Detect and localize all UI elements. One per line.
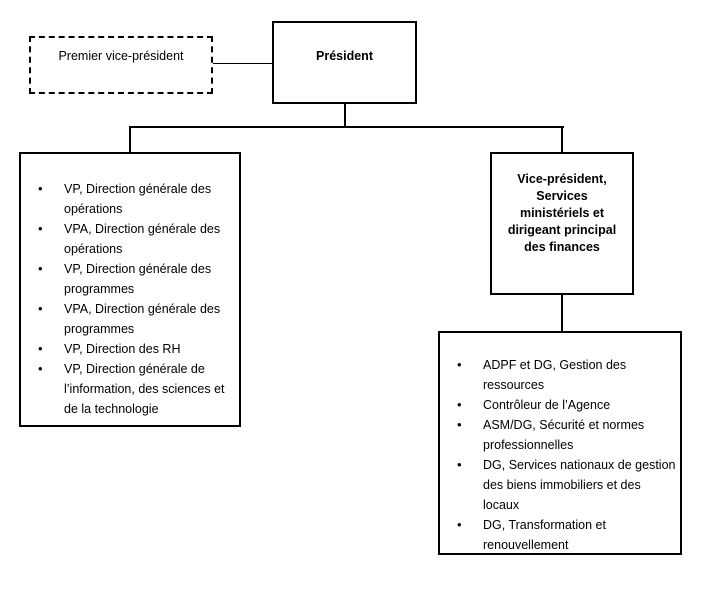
node-operations-list[interactable]: VP, Direction générale des opérations VP…: [19, 152, 241, 427]
list-item: Contrôleur de l’Agence: [440, 395, 680, 415]
list-item: DG, Transformation et renouvellement: [440, 515, 680, 555]
node-vice-president-services-label: Vice-président, Services ministériels et…: [492, 171, 632, 256]
vp-line-5: des finances: [524, 240, 600, 254]
services-list: ADPF et DG, Gestion des ressources Contr…: [440, 355, 680, 555]
node-premier-vice-president-label: Premier vice-président: [58, 49, 184, 63]
connector-premier-vp-to-president: [212, 63, 273, 64]
list-item: VPA, Direction générale des opérations: [21, 219, 239, 259]
vp-line-2: Services: [536, 189, 588, 203]
list-item: VP, Direction des RH: [21, 339, 239, 359]
node-premier-vice-president[interactable]: Premier vice-président: [29, 36, 213, 94]
connector-drop-to-vice-president: [561, 126, 563, 153]
connector-vice-president-to-services-list: [561, 294, 563, 332]
list-item: VP, Direction générale des programmes: [21, 259, 239, 299]
connector-president-drop: [344, 103, 346, 128]
list-item: VPA, Direction générale des programmes: [21, 299, 239, 339]
vp-line-4: dirigeant principal: [507, 223, 617, 237]
operations-list: VP, Direction générale des opérations VP…: [21, 179, 239, 419]
list-item: VP, Direction générale des opérations: [21, 179, 239, 219]
list-item: ASM/DG, Sécurité et normes professionnel…: [440, 415, 680, 455]
vp-line-3: ministériels et: [519, 206, 605, 220]
vp-line-1: Vice-président,: [517, 172, 607, 186]
connector-president-bus: [129, 126, 564, 128]
node-services-list[interactable]: ADPF et DG, Gestion des ressources Contr…: [438, 331, 682, 555]
list-item: VP, Direction générale de l’information,…: [21, 359, 239, 419]
node-president-label: Président: [316, 49, 373, 63]
list-item: ADPF et DG, Gestion des ressources: [440, 355, 680, 395]
connector-drop-to-operations-list: [129, 126, 131, 153]
node-president[interactable]: Président: [272, 21, 417, 104]
node-vice-president-services[interactable]: Vice-président, Services ministériels et…: [490, 152, 634, 295]
list-item: DG, Services nationaux de gestion des bi…: [440, 455, 680, 515]
